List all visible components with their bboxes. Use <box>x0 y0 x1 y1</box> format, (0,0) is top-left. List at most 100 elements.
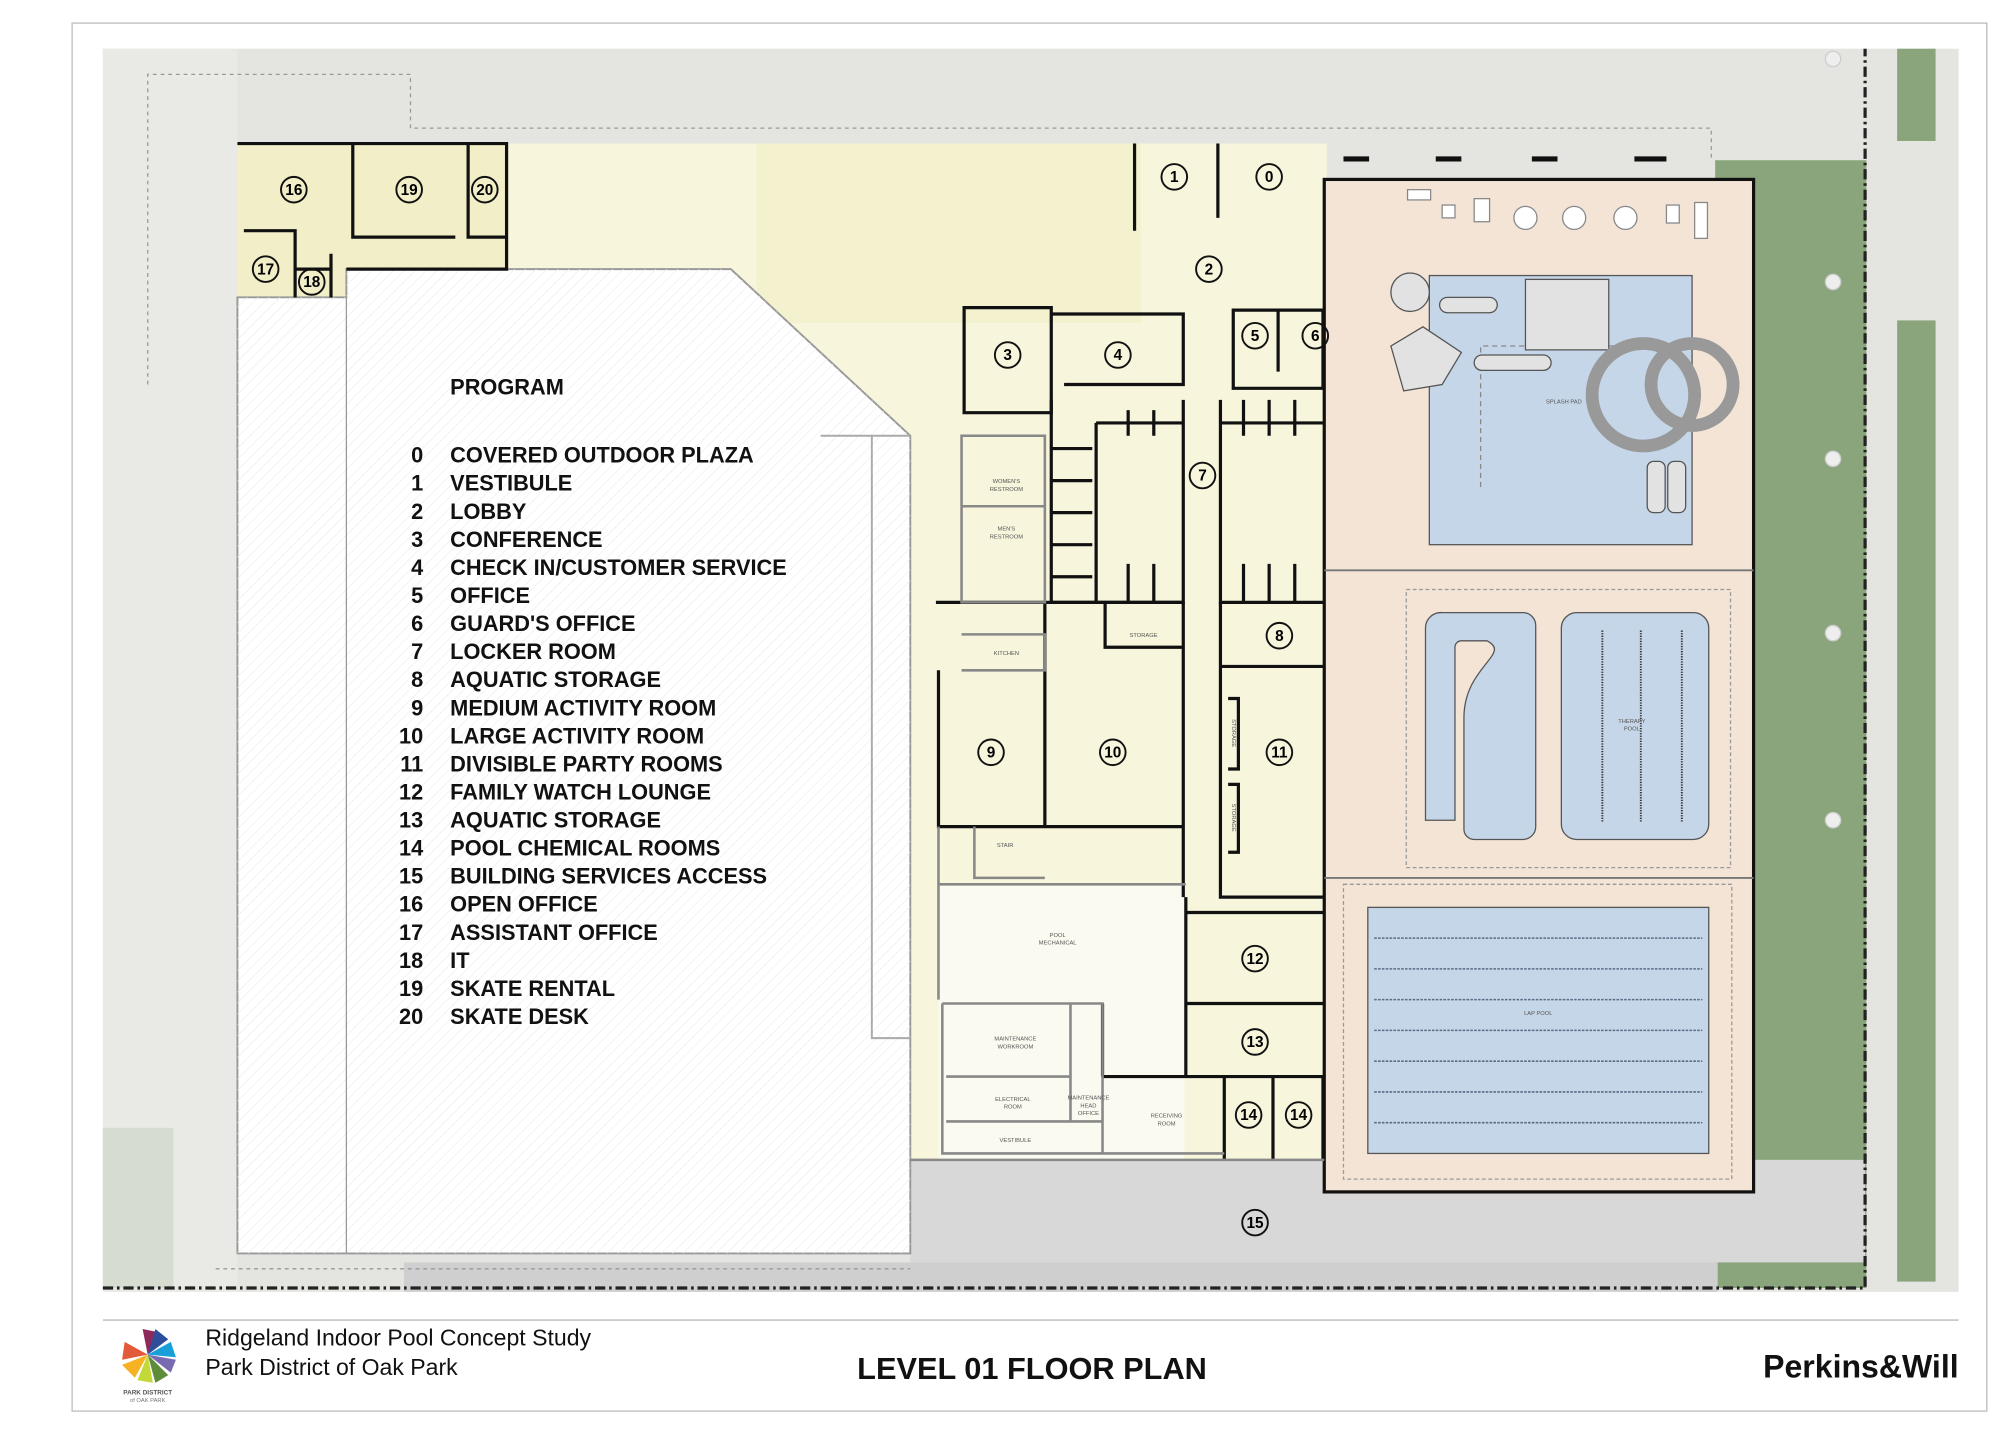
room-tag-number: 9 <box>987 744 996 761</box>
program-item-name: SKATE DESK <box>450 1004 589 1029</box>
room-tag-number: 19 <box>401 182 418 199</box>
room-tag: 9 <box>977 738 1005 767</box>
room-tag: 17 <box>251 255 280 283</box>
room-tag: 14 <box>1234 1101 1263 1129</box>
program-item-name: FAMILY WATCH LOUNGE <box>450 779 711 804</box>
landscape-strip <box>1897 48 1936 141</box>
therapy-pool <box>1560 611 1710 841</box>
water-slides <box>1390 272 1740 514</box>
program-item-number: 4 <box>411 555 423 580</box>
room-tag-number: 15 <box>1246 1215 1264 1232</box>
room-tag-number: 6 <box>1311 328 1320 345</box>
room-label: SPLASH PAD <box>1546 400 1582 406</box>
svg-text:PARK DISTRICT: PARK DISTRICT <box>123 1389 172 1396</box>
program-item-name: CONFERENCE <box>450 527 602 552</box>
svg-text:of OAK PARK: of OAK PARK <box>130 1398 166 1404</box>
program-item-name: LARGE ACTIVITY ROOM <box>450 723 704 748</box>
sheet-title: LEVEL 01 FLOOR PLAN <box>857 1351 1207 1386</box>
program-item-number: 13 <box>399 808 423 833</box>
program-item-number: 5 <box>411 583 423 608</box>
program-item-number: 18 <box>399 948 423 973</box>
room-tag-number: 10 <box>1104 744 1121 761</box>
program-item-name: POOL CHEMICAL ROOMS <box>450 836 720 861</box>
program-item-number: 15 <box>399 864 423 889</box>
program-item-name: SKATE RENTAL <box>450 976 615 1001</box>
room-tag-number: 8 <box>1275 628 1284 645</box>
room-tag: 14 <box>1284 1101 1313 1129</box>
room-tag: 10 <box>1099 738 1127 767</box>
room-tag-number: 7 <box>1198 468 1207 485</box>
room-tag: 16 <box>280 175 308 204</box>
program-item-number: 9 <box>411 695 423 720</box>
room-tag: 20 <box>471 175 499 204</box>
room-tag: 5 <box>1241 322 1269 350</box>
room-tag: 3 <box>993 341 1022 369</box>
program-item-name: AQUATIC STORAGE <box>450 808 661 833</box>
room-tag: 15 <box>1241 1208 1269 1237</box>
program-item-name: BUILDING SERVICES ACCESS <box>450 864 767 889</box>
room-tag: 4 <box>1104 341 1132 369</box>
room-tag-number: 14 <box>1290 1107 1308 1124</box>
program-item-number: 8 <box>411 667 423 692</box>
room-tag: 0 <box>1255 163 1283 191</box>
room-label: STORAGE <box>1230 719 1236 747</box>
program-item-number: 20 <box>399 1004 423 1029</box>
room-tag-number: 3 <box>1003 347 1012 364</box>
program-item-number: 3 <box>411 527 423 552</box>
program-item-number: 1 <box>411 471 423 496</box>
program-item-name: CHECK IN/CUSTOMER SERVICE <box>450 555 787 580</box>
room-tag-number: 2 <box>1205 261 1214 278</box>
room-label: STORAGE <box>1230 804 1236 832</box>
project-title: Ridgeland Indoor Pool Concept Study <box>205 1325 591 1351</box>
room-tag-number: 1 <box>1170 169 1179 186</box>
room-tag: 1 <box>1160 163 1189 191</box>
room-tag-number: 16 <box>285 182 302 199</box>
program-item-number: 2 <box>411 499 423 524</box>
program-item-name: VESTIBULE <box>450 471 572 496</box>
program-item-name: GUARD'S OFFICE <box>450 611 635 636</box>
program-item-number: 19 <box>399 976 423 1001</box>
landscape-strip <box>1897 320 1936 1282</box>
program-item-number: 10 <box>399 723 423 748</box>
room-label: LAP POOL <box>1524 1011 1552 1017</box>
room-tag: 6 <box>1301 322 1330 350</box>
room-tag-number: 11 <box>1271 744 1288 761</box>
firm-logo: Perkins&Will <box>1763 1349 1959 1385</box>
room-tag: 19 <box>395 175 423 204</box>
program-item-number: 17 <box>399 920 423 945</box>
program-item-name: OFFICE <box>450 583 530 608</box>
leisure-pool <box>1424 611 1537 841</box>
room-tag-number: 14 <box>1240 1107 1258 1124</box>
room-tag-number: 4 <box>1114 347 1123 364</box>
room-label: STORAGE <box>1130 633 1158 639</box>
program-item-name: LOBBY <box>450 499 527 524</box>
room-tag: 8 <box>1265 621 1294 650</box>
program-item-name: ASSISTANT OFFICE <box>450 920 658 945</box>
program-item-name: IT <box>450 948 470 973</box>
title-block: PARK DISTRICT of OAK PARK Ridgeland Indo… <box>102 1319 1959 1404</box>
program-item-name: AQUATIC STORAGE <box>450 667 661 692</box>
room-tag-number: 17 <box>257 261 274 278</box>
room-label: VESTIBULE <box>1000 1138 1032 1144</box>
room-tag-number: 0 <box>1265 169 1274 186</box>
room-tag: 18 <box>297 268 326 296</box>
room-tag-number: 18 <box>303 274 321 291</box>
room-tag-number: 20 <box>476 182 493 199</box>
program-item-name: COVERED OUTDOOR PLAZA <box>450 443 754 468</box>
program-item-number: 16 <box>399 892 423 917</box>
building <box>236 141 1756 1255</box>
program-item-name: OPEN OFFICE <box>450 892 598 917</box>
program-heading: PROGRAM <box>450 375 564 400</box>
room-label: STAIR <box>997 843 1014 849</box>
room-tag: 2 <box>1195 255 1223 283</box>
program-item-number: 14 <box>399 836 423 861</box>
